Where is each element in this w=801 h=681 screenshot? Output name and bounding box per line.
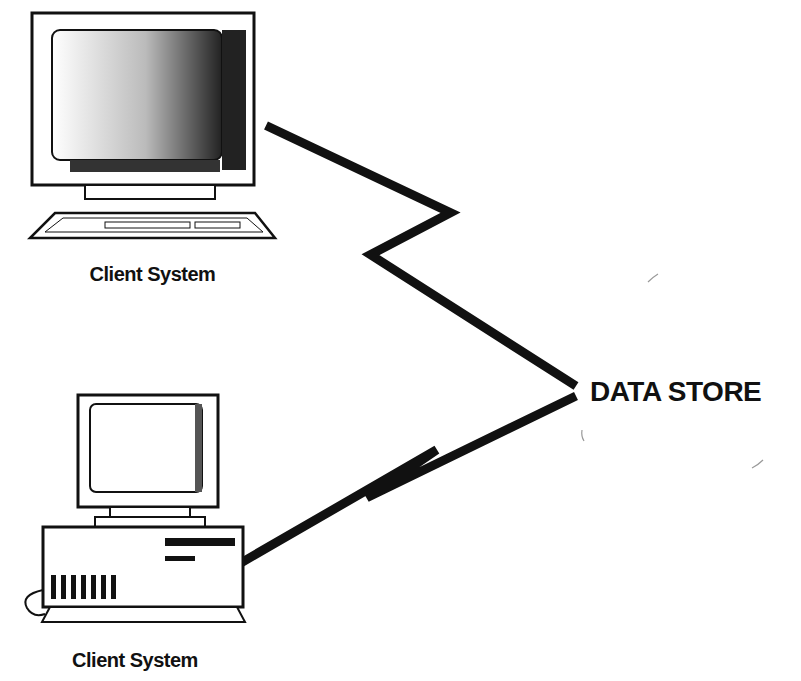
store-label: DATA STORE	[584, 372, 767, 412]
lightning-connector	[266, 126, 576, 387]
crt-computer	[30, 13, 275, 238]
computer-illustration	[15, 390, 255, 630]
client-computer: Client System	[15, 390, 255, 672]
node-label: Client System	[25, 263, 280, 286]
faint-circle-arc	[582, 274, 763, 468]
lightning-connector	[241, 396, 576, 563]
desktop-computer	[25, 395, 245, 622]
node-label: Client System	[15, 649, 255, 672]
client-computer: Client System	[25, 8, 280, 286]
computer-illustration	[25, 8, 280, 243]
data-store: DATA STORE	[584, 372, 767, 412]
